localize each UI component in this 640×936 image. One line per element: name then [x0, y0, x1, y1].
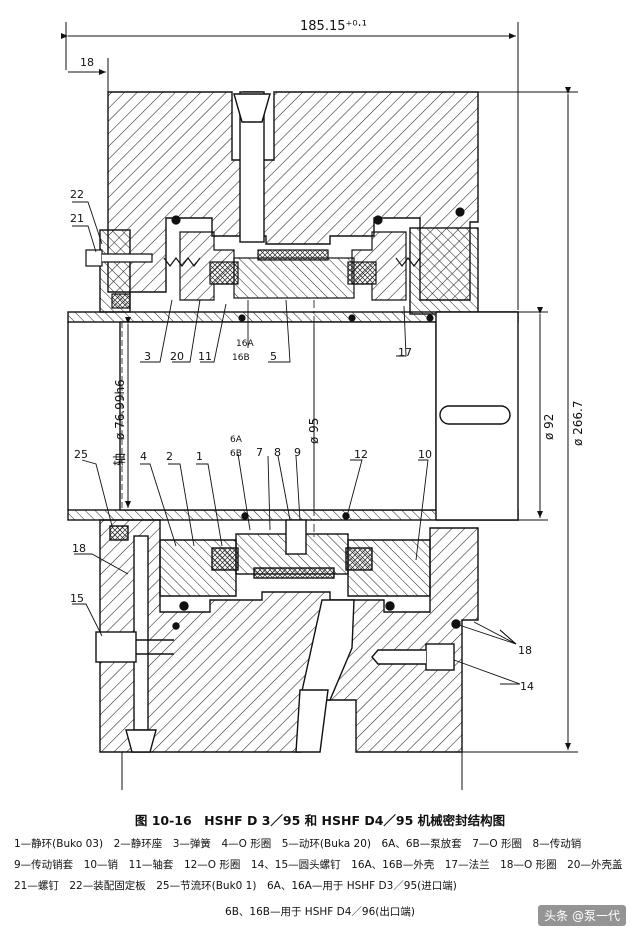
- callout-8: 8: [274, 446, 281, 459]
- shaft: [67, 300, 519, 540]
- dim-inner-dia: ø 95: [307, 418, 321, 444]
- callout-7: 7: [256, 446, 263, 459]
- figure-title: 图 10-16 HSHF D 3／95 和 HSHF D4／95 机械密封结构图: [134, 813, 506, 828]
- callout-25: 25: [74, 448, 88, 461]
- upper-casing: [99, 91, 479, 315]
- legend-item: 4—O 形圈: [221, 838, 272, 850]
- legend-item: 5—动环(Buka 20): [281, 838, 371, 850]
- legend-item: 2—静环座: [113, 838, 163, 850]
- legend-item: 1—静环(Buko 03): [14, 838, 104, 850]
- callout-15: 15: [70, 592, 84, 605]
- callout-3: 3: [144, 350, 151, 363]
- callout-21: 21: [70, 212, 84, 225]
- callout-10: 10: [418, 448, 432, 461]
- watermark: 头条 @泵一代: [538, 905, 626, 926]
- legend-item: 25—节流环(Buk0 1): [156, 880, 257, 892]
- legend-item: 6A、16A—用于 HSHF D3／95(进口端): [266, 880, 457, 892]
- legend-item: 14、15—圆头螺钉: [250, 859, 341, 871]
- callout-22: 22: [70, 188, 84, 201]
- callout-16a-top: 16A: [236, 339, 254, 349]
- figure-legend: 1—静环(Buko 03) 2—静环座 3—弹簧 4—O 形圈 5—动环(Buk…: [14, 834, 626, 897]
- upper-seal-rings: [85, 207, 465, 322]
- dim-left-offset: 18: [80, 56, 94, 69]
- callout-2: 2: [166, 450, 173, 463]
- dim-top-width: 185.15⁺⁰·¹: [300, 19, 367, 34]
- seal-assembly-drawing: 185.15⁺⁰·¹ 18 ø 76.99h6 ø 95 ø 92 ø 266.…: [61, 19, 585, 790]
- callout-14: 14: [520, 680, 534, 693]
- legend-item: 8—传动销: [532, 838, 582, 850]
- dim-shaft-dia: ø 76.99h6: [113, 379, 127, 440]
- lower-casing: [95, 512, 479, 753]
- callout-20: 20: [170, 350, 184, 363]
- callout-16b-top: 16B: [232, 353, 250, 363]
- callout-4: 4: [140, 450, 147, 463]
- legend-item: 17—法兰: [444, 859, 490, 871]
- legend-item: 22—装配固定板: [69, 880, 146, 892]
- callout-6a: 6A: [230, 435, 243, 445]
- figure-legend-last-line: 6B、16B—用于 HSHF D4／96(出口端): [225, 906, 415, 918]
- callout-9: 9: [294, 446, 301, 459]
- callout-6b: 6B: [230, 449, 242, 459]
- callout-18-right: 18: [518, 644, 532, 657]
- legend-item: 18—O 形圈: [500, 859, 557, 871]
- shaft-label: 轴: [113, 453, 128, 466]
- legend-item: 3—弹簧: [172, 838, 211, 850]
- legend-item: 10—销: [83, 859, 119, 871]
- legend-item: 6A、6B—泵放套: [381, 838, 462, 850]
- dim-sleeve-dia: ø 92: [542, 414, 556, 440]
- callout-12: 12: [354, 448, 368, 461]
- legend-item: 20—外壳盖: [567, 859, 623, 871]
- callout-18-left: 18: [72, 542, 86, 555]
- dim-outer-dia: ø 266.7: [571, 400, 585, 446]
- legend-item: 7—O 形圈: [472, 838, 523, 850]
- legend-item: 21—螺钉: [14, 880, 59, 892]
- callout-leaders: [72, 201, 521, 685]
- legend-item: 9—传动销套: [14, 859, 74, 871]
- right-dimensions: [121, 87, 578, 790]
- callout-17: 17: [398, 346, 412, 359]
- callout-1: 1: [196, 450, 203, 463]
- callout-11: 11: [198, 350, 212, 363]
- top-dimension: [61, 22, 519, 310]
- legend-item: 12—O 形圈: [183, 859, 241, 871]
- callout-5: 5: [270, 350, 277, 363]
- legend-item: 11—轴套: [128, 859, 174, 871]
- legend-item: 16A、16B—外壳: [351, 859, 435, 871]
